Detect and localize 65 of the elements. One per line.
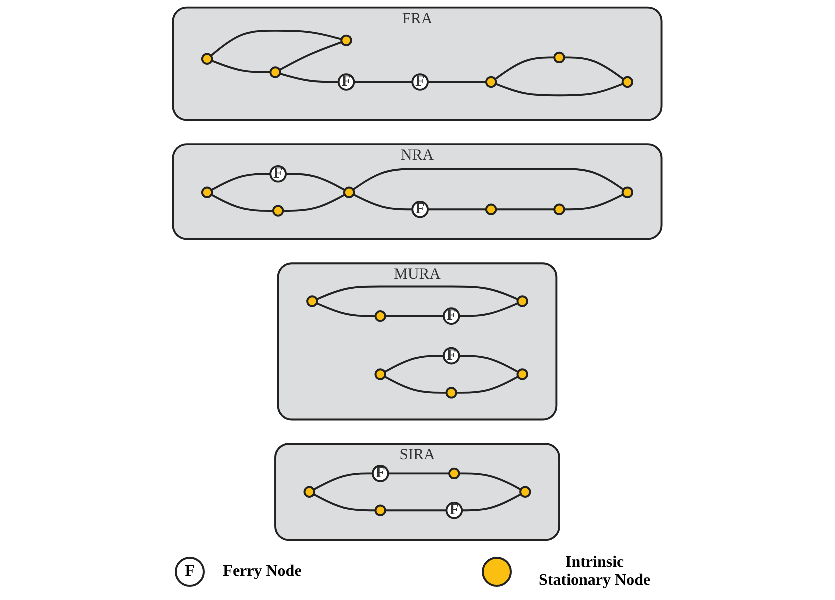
node-circle [622, 76, 634, 88]
node-circle [446, 387, 458, 399]
node-circle [374, 504, 386, 516]
node-circle: F [446, 502, 464, 520]
ferry-node-symbol: F [175, 557, 206, 587]
connector [384, 376, 447, 394]
node-circle [304, 486, 316, 498]
legend-label: Intrinsic Stationary Node [538, 554, 652, 590]
connector [564, 56, 624, 80]
node-circle: F [338, 74, 356, 91]
node-circle: F [372, 465, 390, 482]
connector [385, 315, 444, 318]
node-circle [554, 52, 566, 64]
connector [456, 376, 519, 394]
node-circle [520, 486, 532, 498]
connector [316, 286, 519, 300]
legend-label: Ferry Node [223, 563, 302, 581]
connector [385, 510, 447, 512]
connector [211, 194, 274, 212]
connector [459, 302, 519, 318]
node-circle: F [270, 165, 287, 183]
node-circle [516, 368, 528, 380]
connector [283, 194, 346, 212]
connector [462, 494, 522, 512]
node-circle [622, 186, 634, 198]
connector [459, 355, 519, 374]
connector [388, 472, 450, 475]
connector [313, 494, 376, 512]
node-circle [554, 204, 566, 216]
node-circle [272, 205, 284, 217]
node-circle [201, 53, 214, 65]
node-circle: F [442, 347, 460, 365]
connector [496, 208, 555, 211]
connector [384, 355, 444, 374]
connector [210, 30, 342, 57]
connector [352, 168, 624, 191]
connector [495, 83, 624, 97]
node-circle: F [412, 74, 429, 91]
connector [353, 194, 413, 211]
connector [316, 302, 376, 318]
node-circle [485, 76, 498, 88]
connector [459, 472, 522, 491]
node-circle [448, 468, 460, 480]
connector [494, 56, 555, 80]
connector [279, 41, 342, 72]
connector [354, 81, 413, 84]
node-circle [374, 368, 386, 380]
node-circle: F [442, 308, 460, 325]
connector [211, 173, 271, 192]
connector [428, 208, 486, 211]
connector [280, 72, 339, 84]
node-circle [306, 296, 318, 308]
node-circle [485, 204, 498, 216]
node-circle [201, 186, 214, 198]
node-circle [270, 66, 282, 78]
connector [286, 173, 346, 192]
node-circle: F [412, 200, 429, 218]
connector [212, 60, 271, 74]
node-circle [340, 34, 352, 46]
node-circle [343, 186, 356, 198]
node-circle [516, 296, 528, 308]
connector [313, 472, 373, 491]
connector [428, 81, 486, 84]
node-circle [374, 310, 386, 322]
connector [564, 194, 624, 211]
